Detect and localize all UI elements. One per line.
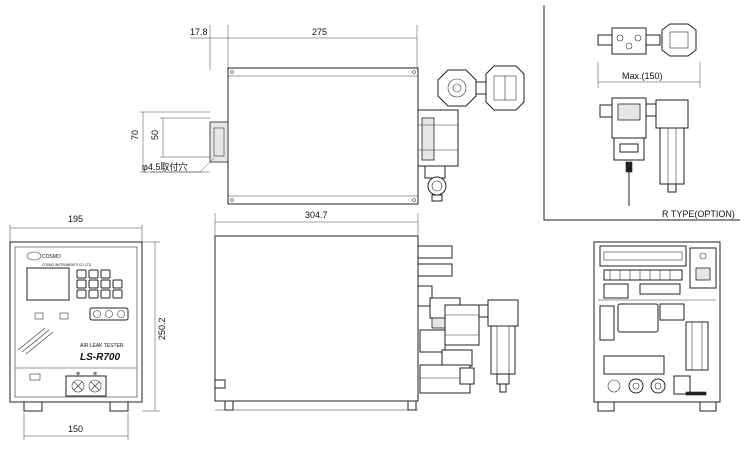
port-mark-1: ⊗ — [76, 371, 80, 377]
option-caption: R TYPE(OPTION) — [662, 209, 735, 219]
mount-hole-label: φ4.5取付穴 — [142, 161, 187, 172]
dim-front-height: 250.2 — [157, 317, 167, 340]
dim-top-offset: 17.8 — [190, 27, 208, 37]
product-line: AIR LEAK TESTER — [80, 343, 124, 349]
rear-view — [593, 241, 721, 412]
dim-front-width: 195 — [68, 214, 83, 224]
side-view: 304.7 — [214, 210, 519, 411]
front-view: 195 COSMO COSMO INSTRUMENTS CO.,LTD. AIR… — [9, 214, 167, 440]
company-line: COSMO INSTRUMENTS CO.,LTD. — [42, 263, 92, 267]
brand-logo: COSMO — [42, 254, 61, 260]
option-box: Max.(150) R TYPE(OPTION) — [543, 5, 740, 221]
port-mark-2: ⊗ — [93, 371, 97, 377]
dim-side-h1: 70 — [130, 130, 140, 140]
max-dim-label: Max.(150) — [622, 71, 663, 81]
dim-front-bottom: 150 — [68, 424, 83, 434]
top-view: 17.8 275 70 50 φ4.5取付穴 — [130, 25, 525, 205]
model-name: LS-R700 — [80, 352, 120, 363]
dim-side-h2: 50 — [150, 130, 160, 140]
dim-side-width: 304.7 — [305, 210, 328, 220]
dim-top-width: 275 — [312, 27, 327, 37]
